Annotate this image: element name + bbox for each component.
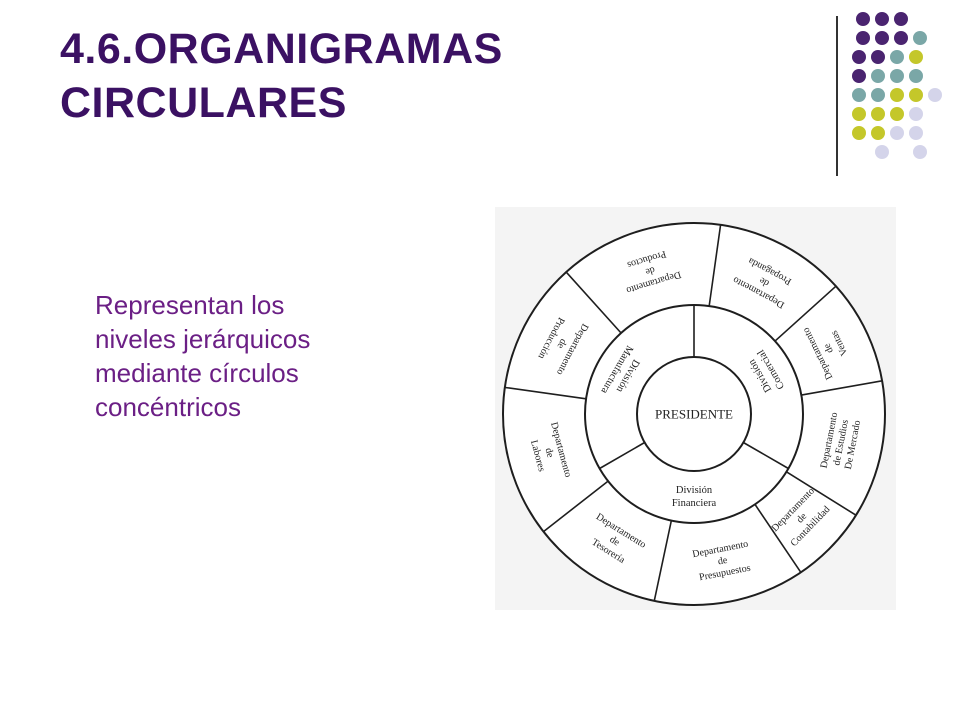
body-line-3: mediante círculos <box>95 358 299 388</box>
decor-dot <box>871 50 885 64</box>
body-line-2: niveles jerárquicos <box>95 324 311 354</box>
decor-dot <box>852 107 866 121</box>
decor-dot <box>909 50 923 64</box>
decor-dot <box>894 12 908 26</box>
outer-divider <box>565 271 622 334</box>
decor-dot <box>852 69 866 83</box>
outer-divider <box>774 285 837 342</box>
outer-divider <box>542 480 609 533</box>
title-line-1: 4.6.ORGANIGRAMAS <box>60 25 503 73</box>
outer-divider <box>504 386 587 400</box>
decor-dot <box>852 50 866 64</box>
decor-dot <box>875 31 889 45</box>
decor-dot <box>909 88 923 102</box>
decorative-dot-grid <box>848 12 948 162</box>
decor-dot <box>871 107 885 121</box>
decor-dot <box>890 126 904 140</box>
decor-dot <box>890 50 904 64</box>
decor-dot <box>871 126 885 140</box>
outer-divider <box>786 471 857 516</box>
president-label: PRESIDENTE <box>655 407 733 422</box>
body-text: Representan los niveles jerárquicos medi… <box>95 288 395 424</box>
segment-label-text: de <box>543 447 556 460</box>
segment-label-text: PRESIDENTE <box>655 407 733 422</box>
decor-dot <box>871 69 885 83</box>
decor-dot <box>875 12 889 26</box>
decor-dot <box>852 126 866 140</box>
org-chart-svg: PRESIDENTEDivisiónComercialDivisiónFinan… <box>502 222 886 606</box>
body-line-4: concéntricos <box>95 392 241 422</box>
decor-dot <box>856 12 870 26</box>
body-line-1: Representan los <box>95 290 285 320</box>
segment-label-text: de <box>717 555 729 568</box>
decor-dot <box>909 69 923 83</box>
decor-dot <box>875 145 889 159</box>
decor-dot <box>852 88 866 102</box>
decor-dot <box>909 107 923 121</box>
outer-divider <box>653 520 673 601</box>
slide-title: 4.6.ORGANIGRAMAS CIRCULARES <box>60 22 760 130</box>
inner-divider <box>742 441 789 470</box>
decor-dot <box>890 69 904 83</box>
segment-label-text: Financiera <box>672 498 717 509</box>
outer-divider <box>801 380 883 396</box>
inner-divider <box>599 441 646 470</box>
decor-dot <box>913 145 927 159</box>
outer-divider <box>708 224 722 307</box>
decor-dot <box>856 31 870 45</box>
decor-dot <box>928 88 942 102</box>
title-line-2: CIRCULARES <box>60 79 347 127</box>
decor-dot <box>909 126 923 140</box>
decor-dot <box>890 88 904 102</box>
decor-dot <box>913 31 927 45</box>
segment-label-text: División <box>676 485 713 496</box>
decorative-divider <box>836 16 838 176</box>
decor-dot <box>890 107 904 121</box>
segment-label-text: de <box>643 264 656 277</box>
decor-dot <box>894 31 908 45</box>
decor-dot <box>871 88 885 102</box>
outer-divider <box>754 503 802 573</box>
